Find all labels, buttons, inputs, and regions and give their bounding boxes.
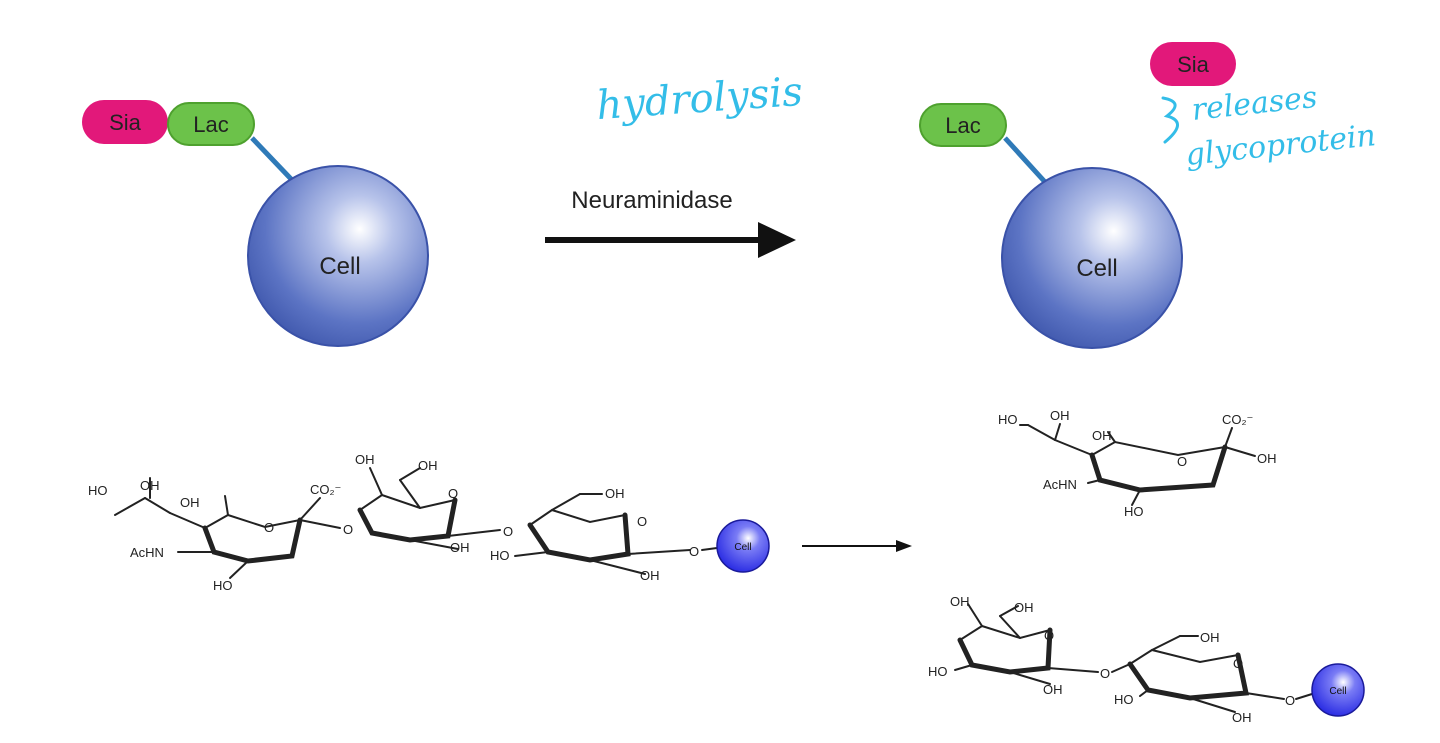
sialic-acid-ring (114, 477, 341, 579)
cell-bead-substrate (716, 519, 770, 573)
sia-tag-before (82, 100, 168, 144)
glc-oh-c6: OH (605, 486, 625, 501)
sia-oh-c8: OH (140, 478, 160, 493)
glc-ho-c3: HO (490, 548, 510, 563)
sia-tag-released (1150, 42, 1236, 86)
glycosidic-o-3: O (689, 544, 699, 559)
lac-gal-oh-c2: OH (1043, 682, 1063, 697)
cell-bead-product-label: Cell (1329, 686, 1346, 697)
sia-label-released: Sia (1177, 52, 1210, 77)
cell-label-after: Cell (1076, 255, 1117, 282)
cell-before (247, 165, 429, 347)
cell-bead-product (1311, 663, 1365, 717)
free-sia-ho-c9: HO (998, 412, 1018, 427)
lac-glc-ring-o: O (1233, 656, 1243, 671)
substrate-structure: HO OH OH AcHN HO O CO₂⁻ O OH OH O OH O O… (88, 452, 770, 593)
cell-label-before: Cell (319, 253, 360, 280)
sia-achn: AcHN (130, 545, 164, 560)
lac-glc-oh-c2: OH (1232, 710, 1252, 725)
glc-ring-o: O (637, 514, 647, 529)
enzyme-step: Neuraminidase hydrolysis (545, 69, 804, 258)
lac-gal-oh-c4: OH (950, 594, 970, 609)
lac-glc-oh-c6: OH (1200, 630, 1220, 645)
product-lactoside: OH OH O HO OH O OH O HO OH O Cell (928, 594, 1365, 725)
cell-bead-substrate-label: Cell (734, 542, 751, 553)
lac-gal-ring-o: O (1044, 628, 1054, 643)
lac-glc-ho-c3: HO (1114, 692, 1134, 707)
lac-anomeric-o: O (1285, 693, 1295, 708)
sia-label-before: Sia (109, 110, 142, 135)
sia-ho-c4: HO (213, 578, 233, 593)
glycosidic-o-2: O (503, 524, 513, 539)
free-sia-ho-c4: HO (1124, 504, 1144, 519)
cartoon-after: Cell Lac Sia releases glycoprotein (919, 42, 1378, 349)
free-sia-achn: AcHN (1043, 477, 1077, 492)
cell-after (1001, 167, 1183, 349)
gal-ring-o: O (448, 486, 458, 501)
linker-after (1003, 136, 1047, 184)
galactose-ring (357, 467, 501, 550)
cartoon-before: Cell Sia Lac (82, 100, 429, 347)
free-sia-oh-c2: OH (1257, 451, 1277, 466)
sia-ho-c9: HO (88, 483, 108, 498)
lac-glycosidic-o: O (1100, 666, 1110, 681)
glucose-ring (514, 493, 718, 575)
glc-oh-c2: OH (640, 568, 660, 583)
gal-oh-c2: OH (450, 540, 470, 555)
product-sialic-acid: HO OH OH O CO₂⁻ OH AcHN HO (998, 408, 1277, 519)
linker-before (250, 136, 294, 182)
free-sia-ring-o: O (1177, 454, 1187, 469)
enzyme-label: Neuraminidase (571, 187, 732, 214)
lac-tag-before (167, 102, 255, 146)
free-sia-oh-c7: OH (1092, 428, 1112, 443)
free-sia-carboxylate: CO₂⁻ (1222, 412, 1253, 427)
lac-gal-oh-c6: OH (1014, 600, 1034, 615)
gal-oh-c4: OH (355, 452, 375, 467)
sia-ring-o: O (264, 520, 274, 535)
handwritten-glycoprotein: glycoprotein (1184, 118, 1378, 173)
sia-oh-c7: OH (180, 495, 200, 510)
structure-arrow-head (896, 540, 912, 552)
handwritten-releases: releases (1190, 80, 1319, 128)
handwritten-brace (1161, 96, 1179, 144)
lac-label-before: Lac (193, 112, 228, 137)
free-sia-oh-c8: OH (1050, 408, 1070, 423)
gal-oh-c6: OH (418, 458, 438, 473)
handwritten-hydrolysis: hydrolysis (595, 69, 804, 129)
lac-label-after: Lac (945, 113, 980, 138)
lac-gal-ho-c3: HO (928, 664, 948, 679)
lac-tag-after (919, 103, 1007, 147)
reaction-arrow-head (758, 222, 796, 258)
glycosidic-o-1: O (343, 522, 353, 537)
sia-carboxylate: CO₂⁻ (310, 482, 341, 497)
